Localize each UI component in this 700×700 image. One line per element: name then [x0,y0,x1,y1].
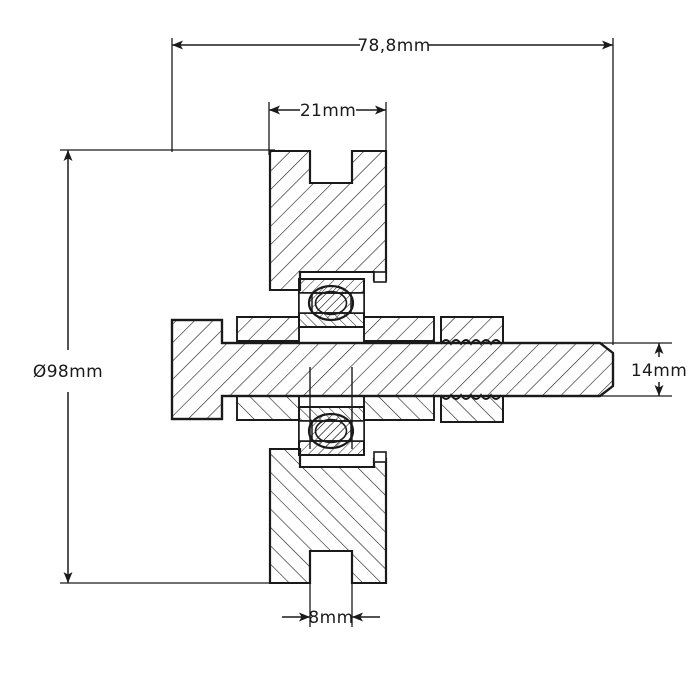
dimension-groove-width: 8mm [282,551,380,628]
dimension-label-outside-diameter: Ø98mm [33,362,103,382]
dimension-shaft-diameter: 14mm [600,342,687,397]
dimension-label-hub-width: 21mm [300,101,356,121]
seal-shoulder-lower [373,451,387,463]
dimension-label-overall-length: 78,8mm [357,36,430,56]
dimension-label-shaft-diameter: 14mm [631,361,687,381]
lock-nut [440,316,504,423]
inner-flange-lower [236,395,435,421]
inner-flange-upper [236,316,435,342]
dimension-hub-width: 21mm [268,101,387,155]
dimension-outside-diameter: Ø98mm [33,149,275,584]
dimension-label-groove-width: 8mm [308,608,353,628]
groove-extension-marks [309,367,353,449]
upper-thread [440,339,502,346]
upper-ball-bearing [298,278,365,328]
threaded-shaft [170,318,615,421]
seal-shoulder-upper [373,271,387,283]
dimension-layer: 78,8mm 21mm Ø98mm [33,36,687,628]
lower-ball-bearing [298,406,365,456]
pulley-body-lower [268,447,388,585]
lower-thread [440,393,502,400]
pulley-body-upper [268,149,388,292]
dimension-overall-length: 78,8mm [171,36,614,345]
part-geometry [170,149,615,585]
